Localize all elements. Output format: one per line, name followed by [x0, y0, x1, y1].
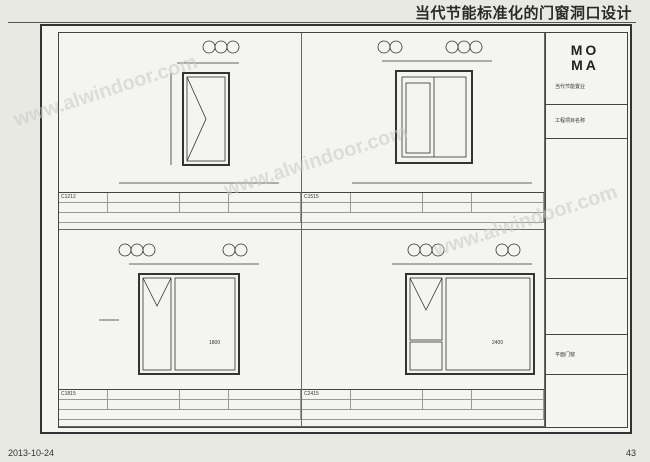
drawing-frame: C1212 — [58, 32, 628, 428]
spec-table-3: C1815 — [59, 389, 301, 426]
window-code: C1515 — [302, 193, 351, 202]
window-code: C2415 — [302, 390, 351, 399]
project-cell: 工程项目名称 — [545, 105, 627, 139]
title-block: MO MA 当代节能置业 工程项目名称 平面门窗 — [545, 33, 627, 427]
drawings-area: C1212 — [59, 33, 546, 427]
drawing-name: 平面门窗 — [555, 352, 576, 358]
dimension-label: 1800 — [209, 340, 221, 346]
spec-table-2: C1515 — [302, 192, 544, 229]
signature-cell — [545, 375, 627, 427]
spec-table-1: C1212 — [59, 192, 301, 229]
drawing-sheet: C1212 — [40, 24, 632, 434]
dimension-label: 2400 — [492, 340, 504, 346]
logo-cell: MO MA 当代节能置业 — [545, 33, 627, 105]
window-panel-2: C1515 — [302, 33, 545, 230]
moma-logo: MO MA — [570, 42, 600, 73]
window-code: C1212 — [59, 193, 108, 202]
window-panel-3: 1800 C1815 — [59, 230, 302, 427]
blank-cell — [545, 139, 627, 279]
window-elevation-4 — [392, 243, 535, 375]
window-elevation-3 — [99, 243, 259, 375]
footer-date: 2013-10-24 — [8, 448, 55, 458]
window-panel-1: C1212 — [59, 33, 302, 230]
page-number: 43 — [625, 448, 636, 458]
page-title: 当代节能标准化的门窗洞口设计 — [414, 4, 632, 22]
company-name: 当代节能置业 — [555, 84, 586, 90]
spec-table-4: C2415 — [302, 389, 544, 426]
drawing-name-cell: 平面门窗 — [545, 335, 627, 375]
window-panel-4: 2400 C2415 — [302, 230, 545, 427]
header-rule — [8, 22, 636, 23]
window-elevation-1 — [119, 40, 279, 184]
info-cell — [545, 279, 627, 335]
window-elevation-2 — [352, 40, 532, 184]
project-name: 工程项目名称 — [555, 118, 586, 124]
window-code: C1815 — [59, 390, 108, 399]
